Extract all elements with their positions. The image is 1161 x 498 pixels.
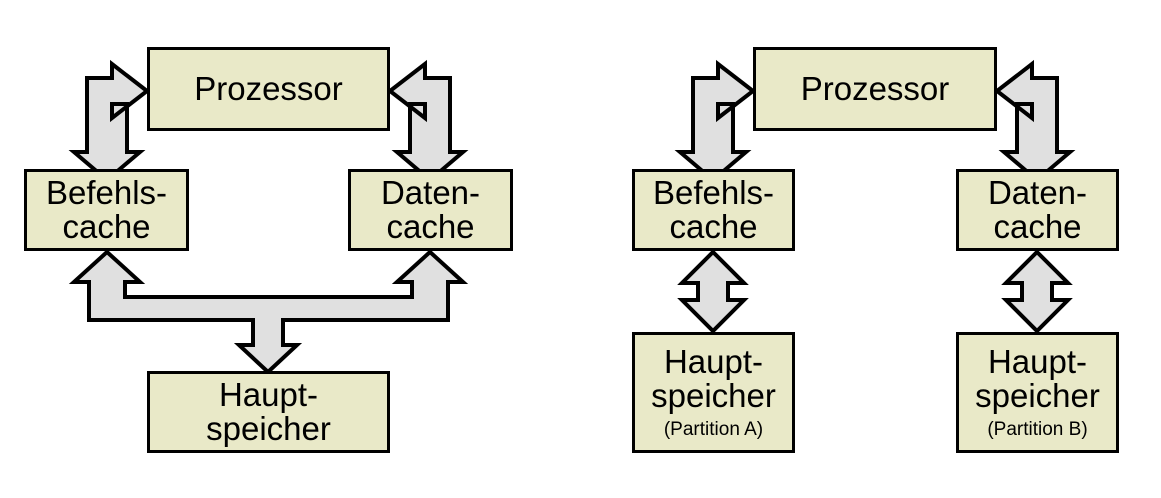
node-processor-left[interactable]: Prozessor (147, 47, 390, 131)
arrow-instruction-cache-memory-a (677, 249, 749, 334)
node-label: Prozessor (194, 69, 343, 107)
node-label-partition: (Partition A) (663, 419, 764, 441)
node-label: Prozessor (800, 69, 950, 107)
node-label-line2: speicher (206, 410, 331, 447)
node-label-line1: Haupt- (987, 342, 1088, 380)
node-label-line2: cache (386, 208, 475, 245)
arrow-processor-data-cache (993, 59, 1076, 183)
node-label-line1: Daten- (987, 173, 1088, 211)
node-label-line1: Haupt- (663, 342, 764, 380)
arrow-data-cache-memory-b (1001, 249, 1073, 334)
node-data-cache-right[interactable]: Daten- cache (956, 169, 1119, 251)
node-label-line2: cache (62, 208, 151, 245)
node-main-memory-left[interactable]: Haupt- speicher (147, 371, 390, 453)
node-main-memory-partition-b[interactable]: Haupt- speicher (Partition B) (956, 332, 1119, 453)
node-label-line2: cache (669, 208, 758, 245)
node-label-line1: Daten- (380, 173, 481, 211)
node-main-memory-partition-a[interactable]: Haupt- speicher (Partition A) (632, 332, 795, 453)
node-instruction-cache-left[interactable]: Befehls- cache (24, 169, 189, 251)
node-label-line1: Befehls- (652, 173, 775, 211)
node-label-partition: (Partition B) (987, 419, 1088, 441)
node-data-cache-left[interactable]: Daten- cache (348, 169, 513, 251)
node-label-line2: speicher (651, 377, 776, 415)
node-label-line1: Haupt- (218, 375, 319, 413)
node-instruction-cache-right[interactable]: Befehls- cache (632, 169, 795, 251)
node-label-line2: speicher (975, 377, 1100, 415)
node-label-line2: cache (993, 208, 1082, 245)
node-label-line1: Befehls- (45, 173, 168, 211)
node-processor-right[interactable]: Prozessor (753, 47, 997, 131)
arrow-processor-instruction-cache (674, 59, 757, 183)
